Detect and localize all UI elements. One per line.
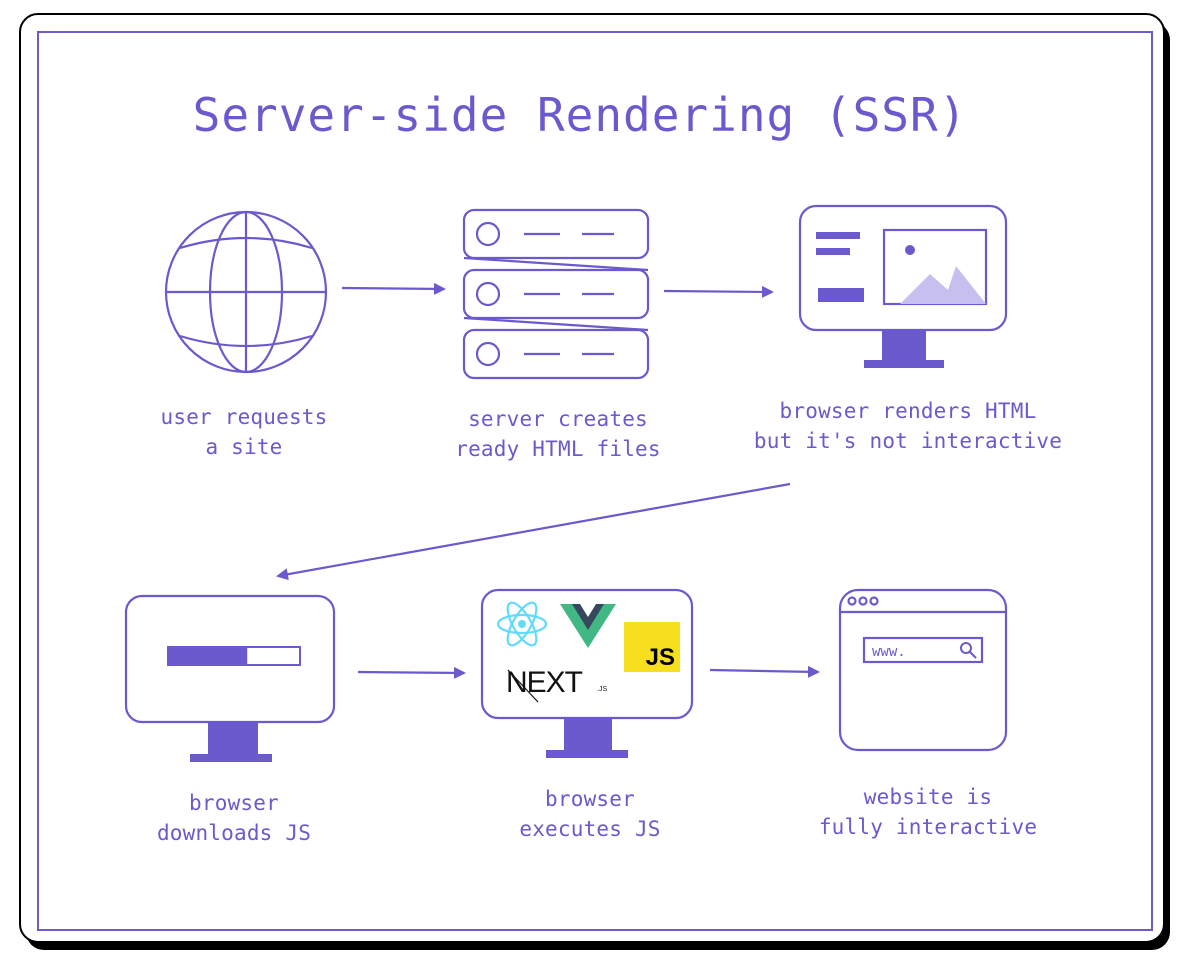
step-label-line: server creates bbox=[468, 407, 648, 431]
browser-window-icon bbox=[838, 588, 1008, 752]
step-label-line: downloads JS bbox=[156, 821, 312, 845]
monitor-rendered-html bbox=[798, 204, 1008, 368]
arrow-download-to-execute bbox=[357, 666, 466, 679]
download-progress-fill bbox=[168, 647, 248, 665]
step-label-user-requests: user requests a site bbox=[161, 402, 328, 462]
step-label-downloads-js: browser downloads JS bbox=[157, 788, 311, 848]
arrow-server-to-monitor bbox=[663, 285, 774, 298]
flow-arrows bbox=[276, 282, 820, 679]
inner-frame bbox=[37, 31, 1153, 931]
image-placeholder-icon bbox=[882, 228, 988, 306]
react-logo-icon bbox=[496, 601, 548, 647]
step-label-line: browser renders HTML bbox=[779, 399, 1037, 423]
step-label-line: ready HTML files bbox=[455, 437, 661, 461]
js-logo-text: JS bbox=[646, 644, 675, 671]
server-icon bbox=[462, 208, 650, 380]
step-label-line: website is bbox=[863, 785, 993, 809]
search-icon bbox=[960, 642, 977, 659]
step-label-fully-interactive: website is fully interactive bbox=[819, 782, 1037, 842]
vue-logo-icon bbox=[560, 604, 616, 648]
diagram-title: Server-side Rendering (SSR) bbox=[192, 88, 968, 142]
monitor-executing bbox=[480, 588, 694, 758]
globe-icon bbox=[164, 210, 328, 374]
step-label-line: user requests bbox=[160, 405, 328, 429]
download-progress-bar bbox=[167, 646, 301, 666]
nextjs-logo-suffix: .JS bbox=[597, 686, 607, 693]
arrow-execute-to-website bbox=[709, 665, 820, 678]
step-label-line: but it's not interactive bbox=[753, 429, 1063, 453]
step-label-line: fully interactive bbox=[818, 815, 1038, 839]
step-label-line: browser bbox=[545, 787, 635, 811]
step-label-line: a site bbox=[205, 435, 283, 459]
step-label-executes-js: browser executes JS bbox=[519, 784, 660, 844]
monitor-downloading bbox=[124, 594, 336, 762]
nextjs-logo-text: NEXT bbox=[506, 666, 583, 699]
step-label-browser-renders: browser renders HTML but it's not intera… bbox=[754, 396, 1062, 456]
step-label-line: executes JS bbox=[519, 817, 661, 841]
step-label-line: browser bbox=[189, 791, 279, 815]
address-bar-text: www. bbox=[872, 644, 906, 660]
arrow-monitor-to-download bbox=[276, 482, 791, 581]
js-logo-icon: JS bbox=[624, 622, 680, 672]
nextjs-logo-icon: NEXT .JS bbox=[506, 666, 607, 703]
step-label-server-creates: server creates ready HTML files bbox=[455, 404, 661, 464]
arrow-globe-to-server bbox=[341, 282, 446, 295]
